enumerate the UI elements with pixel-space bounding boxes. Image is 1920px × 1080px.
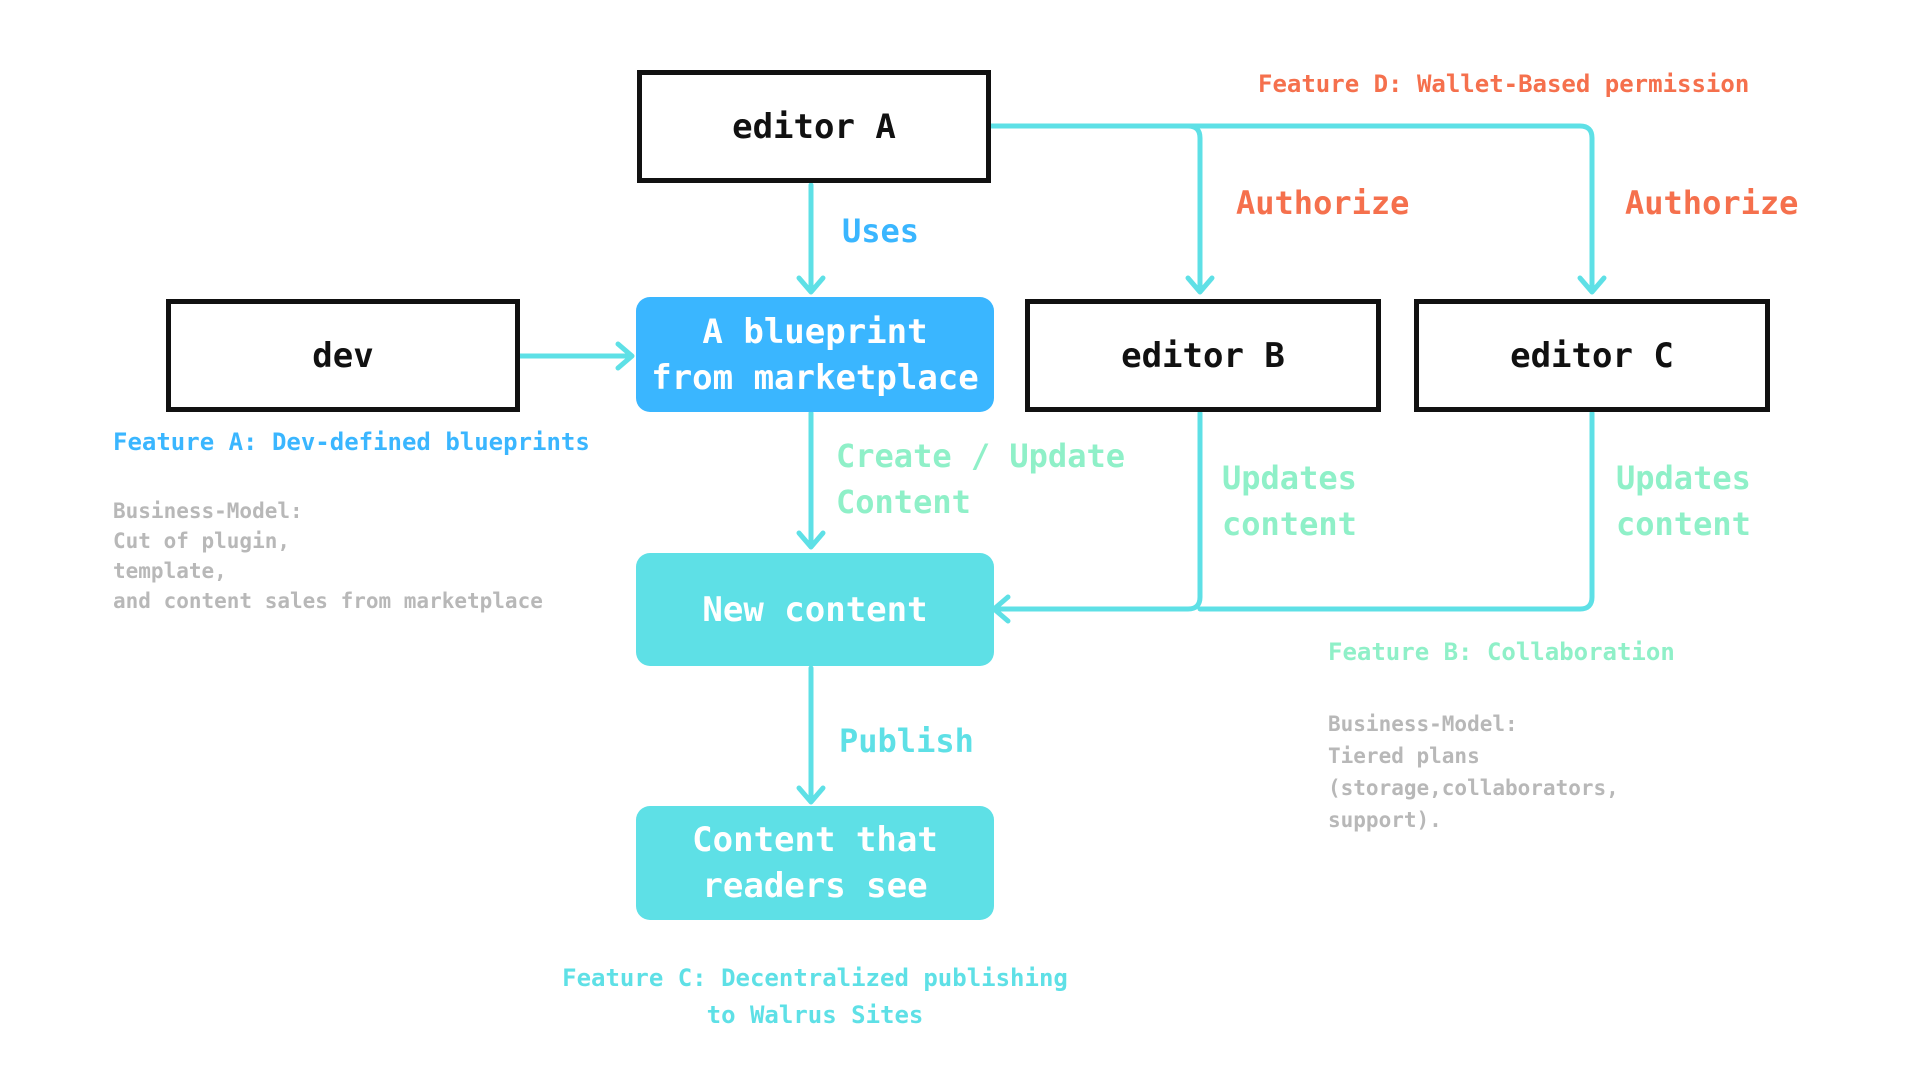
edge-authorize: [988, 123, 1595, 293]
label-updates-b: Updates content: [1222, 459, 1357, 543]
node-readers: Content that readers see: [636, 806, 994, 920]
arrowhead-create: [796, 530, 826, 550]
arrowhead-authorize-c: [1577, 275, 1607, 295]
arrowhead-publish: [796, 785, 826, 805]
node-editor-a: editor A: [637, 70, 991, 183]
node-editor-b: editor B: [1025, 299, 1381, 412]
edge-authorize-b: [1185, 123, 1203, 293]
node-editor-c: editor C: [1414, 299, 1770, 412]
edge-updates-b: [993, 410, 1203, 612]
business-model-b: Business-Model: Tiered plans (storage,co…: [1328, 712, 1619, 832]
label-uses: Uses: [842, 212, 920, 250]
label-create-update: Create / Update Content: [836, 437, 1125, 521]
node-dev: dev: [166, 299, 520, 412]
node-new-content: New content: [636, 553, 994, 666]
edge-updates-c: [1197, 410, 1595, 612]
label-authorize-c: Authorize: [1625, 184, 1799, 222]
business-model-a: Business-Model: Cut of plugin, template,…: [113, 499, 543, 613]
arrowhead-uses: [796, 275, 826, 295]
arrowhead-updates: [991, 594, 1011, 624]
arrowhead-authorize-b: [1185, 275, 1215, 295]
label-updates-c: Updates content: [1616, 459, 1751, 543]
label-publish: Publish: [839, 722, 974, 760]
feature-c: Feature C: Decentralized publishing to W…: [562, 964, 1068, 1029]
feature-b: Feature B: Collaboration: [1328, 638, 1675, 666]
arrowhead-dev: [615, 341, 635, 371]
node-blueprint: A blueprint from marketplace: [636, 297, 994, 412]
feature-d: Feature D: Wallet-Based permission: [1258, 70, 1750, 98]
feature-a: Feature A: Dev-defined blueprints: [113, 428, 590, 456]
label-authorize-b: Authorize: [1236, 184, 1410, 222]
